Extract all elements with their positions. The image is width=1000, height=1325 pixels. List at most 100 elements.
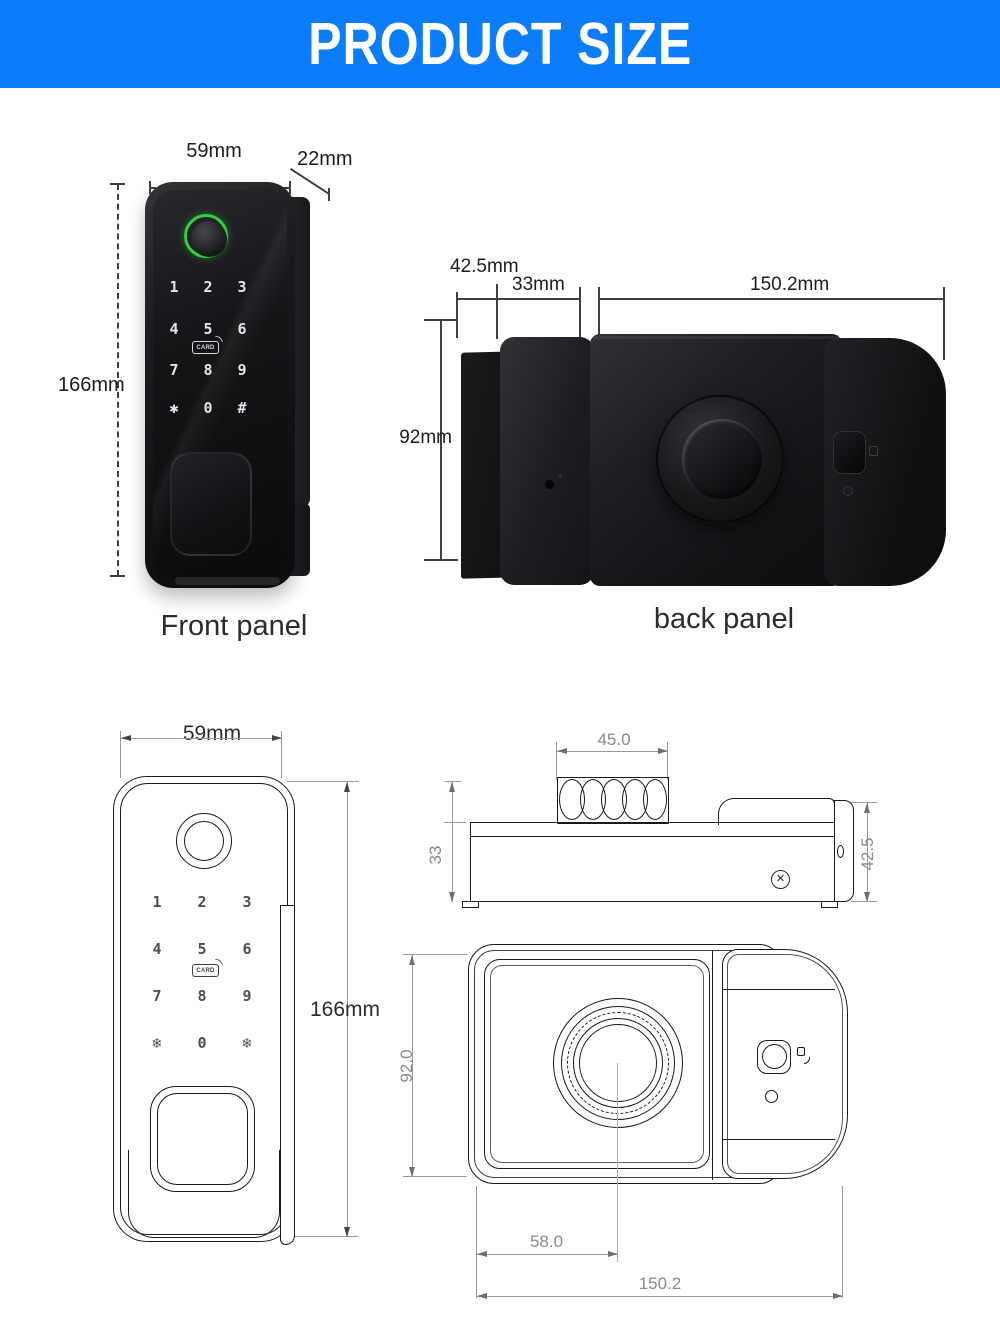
keypad-row: 1 2 3: [145, 893, 259, 911]
cap-slot: [837, 845, 844, 858]
back-panel-caption: back panel: [653, 603, 795, 635]
knob-circle-3: [573, 1018, 663, 1108]
dim-tick: [149, 181, 151, 194]
knob-scallop-ring: [567, 1012, 669, 1114]
dim-line-front-height: [117, 184, 119, 576]
body-highlight: [592, 336, 840, 339]
ext-line: [120, 731, 121, 778]
arrow-left-icon: [557, 748, 567, 754]
dim-back-height: 92mm: [399, 427, 452, 448]
arrow-down-icon: [449, 892, 455, 902]
dim-back-draw-height: 92.0: [397, 1049, 416, 1083]
dim-line: [412, 955, 413, 1177]
foot-left: [462, 901, 479, 908]
keypad-row: 1 2 3: [162, 278, 254, 296]
keypad-digit: 9: [242, 987, 252, 1005]
dim-front-height: 166mm: [58, 374, 125, 396]
dim-tick: [579, 287, 581, 345]
arrow-left-icon: [121, 735, 131, 741]
fingerprint-circle-inner: [184, 821, 224, 861]
keypad-digit: 4: [169, 320, 179, 338]
knurled-knob-outline: [557, 777, 669, 824]
ext-line: [290, 1236, 358, 1237]
arrow-right-icon: [272, 735, 282, 741]
knob-plate-inner: [490, 965, 704, 1163]
dim-tick: [289, 181, 291, 194]
keypad-digit: 6: [237, 320, 247, 338]
screw-icon: ✕: [771, 870, 790, 889]
knob-circle-2: [561, 1006, 675, 1120]
ext-line: [403, 1176, 467, 1177]
dim-tick: [598, 287, 600, 345]
foot-right: [821, 901, 838, 908]
header-banner: PRODUCT SIZE: [0, 0, 1000, 88]
keypad-key-star: ❄: [242, 1034, 252, 1052]
front-lock-base: [175, 577, 280, 585]
thumbturn-face: [682, 419, 762, 499]
dim-tick: [110, 575, 125, 577]
dim-tick: [456, 292, 458, 338]
knob-circle-4: [579, 1024, 657, 1102]
dim-line: [557, 751, 668, 752]
dim-tick: [943, 287, 945, 360]
keypad-digit: 0: [203, 399, 213, 417]
button-outline: [757, 1040, 791, 1074]
keypad-digit: 8: [197, 987, 207, 1005]
arrow-right-icon: [658, 748, 668, 754]
ext-line: [556, 742, 557, 780]
keypad-row: 7 8 9: [145, 987, 259, 1005]
dim-line-front-depth: [290, 168, 331, 195]
ext-line: [445, 781, 461, 782]
arrow-left-icon: [477, 1293, 487, 1299]
keypad-digit: 1: [152, 893, 162, 911]
arrow-right-icon: [833, 1293, 843, 1299]
latch-plate-outline: [280, 905, 295, 1245]
dim-line: [457, 298, 580, 300]
ext-line: [851, 802, 877, 803]
arrow-left-icon: [477, 1251, 487, 1257]
keypad-key-star: ✱: [169, 399, 179, 417]
keypad-key-hash: #: [237, 399, 247, 417]
front-panel-caption: Front panel: [160, 610, 308, 642]
page-title: PRODUCT SIZE: [307, 10, 692, 78]
keypad-digit: 7: [152, 987, 162, 1005]
dim-tick: [424, 319, 458, 321]
fingerprint-circle-outer: [176, 813, 232, 869]
battery-cover: [500, 337, 594, 585]
dim-line: [599, 298, 944, 300]
ext-line: [842, 1186, 843, 1298]
keypad-row: ❄ 0 ❄: [145, 1034, 259, 1052]
dim-line-back-height: [440, 320, 442, 560]
key-cover-outline-inner: [157, 1093, 248, 1185]
arrow-down-icon: [409, 1167, 415, 1177]
fingerprint-ring: [184, 214, 228, 258]
dim-total-height: 42.5: [858, 837, 877, 871]
card-icon: CARD: [192, 341, 219, 354]
dim-draw-front-height: 166mm: [310, 998, 381, 1021]
key-glyph-icon: [869, 446, 878, 456]
dim-line: [121, 738, 282, 739]
keypad-row: 4 5 6: [145, 940, 259, 958]
right-piece-line: [723, 1139, 835, 1140]
keypad-digit: 2: [203, 278, 213, 296]
back-right-piece-inner: [727, 954, 843, 1174]
ext-line: [851, 901, 877, 902]
arrow-up-icon: [344, 782, 350, 792]
dim-line: [477, 1254, 618, 1255]
side-body-line: [471, 836, 842, 837]
dim-line: [477, 1296, 843, 1297]
dim-body-height: 33: [426, 845, 445, 865]
dim-tick: [110, 183, 125, 185]
dim-line: [867, 803, 868, 902]
dim-tick: [496, 284, 498, 339]
dim-front-depth: 22mm: [297, 148, 353, 170]
dim-knob-width: 45.0: [597, 730, 631, 749]
knob-plate-outer: [484, 959, 710, 1169]
keypad-digit: 2: [197, 893, 207, 911]
card-icon-label: CARD: [196, 967, 215, 974]
dim-front-width: 59mm: [186, 140, 242, 162]
dim-draw-front-width: 59mm: [182, 722, 242, 745]
dim-back-width: 150.2mm: [750, 274, 830, 295]
card-icon: CARD: [192, 964, 219, 977]
